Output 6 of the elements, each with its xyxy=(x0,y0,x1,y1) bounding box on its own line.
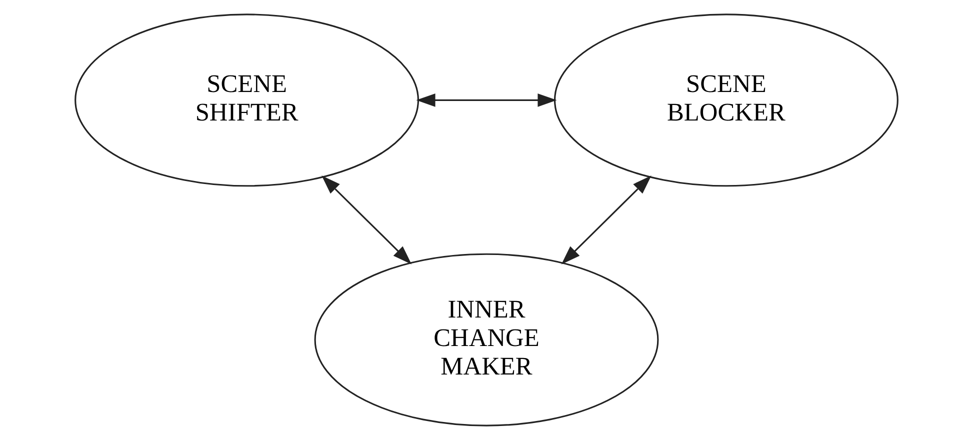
node-ellipse: INNER CHANGE MAKER xyxy=(314,253,659,426)
arrow xyxy=(322,176,412,264)
arrow xyxy=(416,93,557,107)
node-ellipse: SCENE BLOCKER xyxy=(554,14,898,187)
arrow xyxy=(561,176,652,264)
node-ellipse: SCENE SHIFTER xyxy=(74,14,420,187)
